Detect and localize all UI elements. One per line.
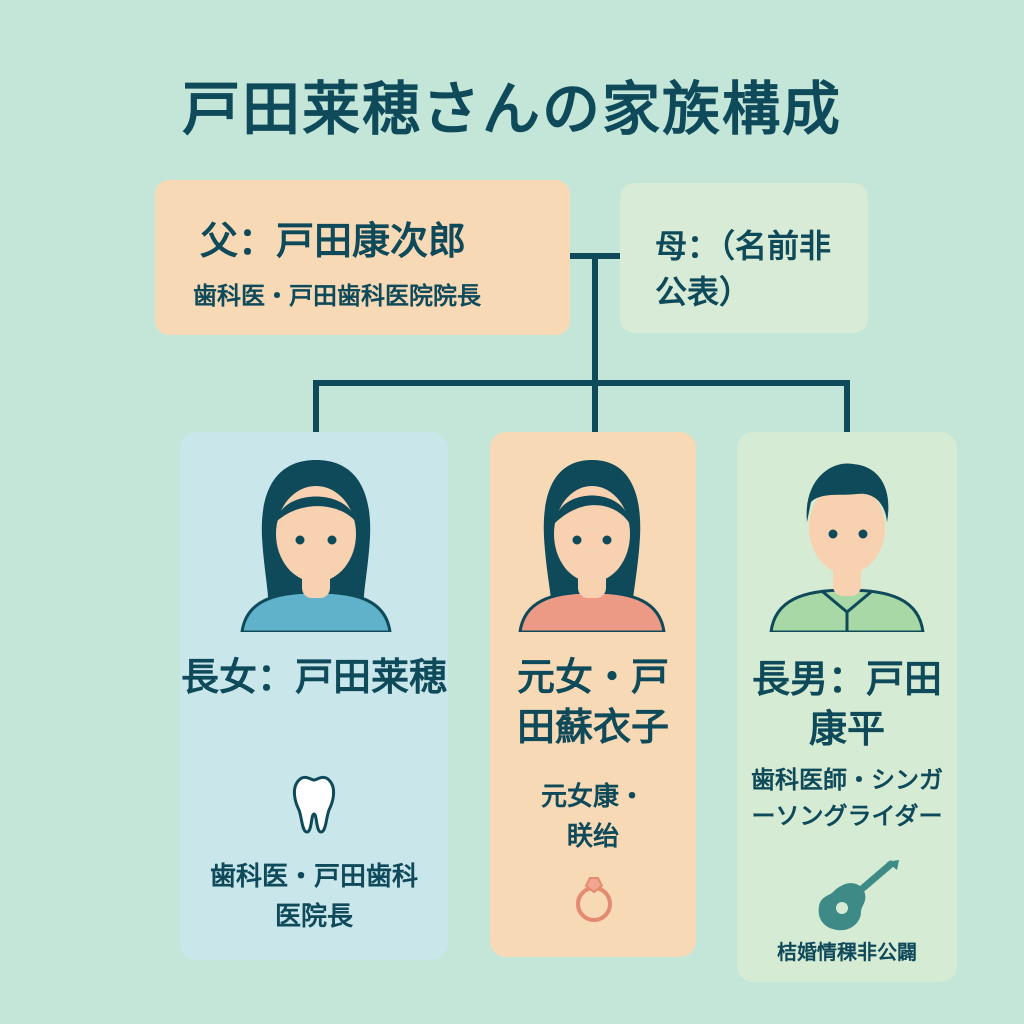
- child-desc-second-daughter: 元女康・眹绐: [540, 782, 645, 852]
- woman-avatar-icon: [240, 460, 392, 632]
- page-title: 戸田莱穂さんの家族構成: [181, 75, 842, 143]
- child-card-eldest-daughter: 長女：戸田莱穂 歯科医・戸田歯科医院長: [180, 432, 448, 960]
- child-name-eldest-son: 長男：戸田康平: [751, 657, 942, 751]
- father-role: 歯科医・戸田歯科医院院長: [193, 282, 481, 310]
- guitar-icon: [818, 860, 899, 931]
- woman-avatar-icon: [518, 460, 666, 632]
- mother-name: 母：（名前非公表）: [655, 227, 832, 311]
- child-note-eldest-son: 桔婚情稞非公闢: [777, 940, 917, 964]
- tooth-icon: [292, 775, 336, 834]
- child-card-eldest-son: 長男：戸田康平 歯科医師・シンガーソングライダー 桔婚情稞非公闢: [737, 432, 957, 982]
- child-name-second-daughter: 元女・戸田蘇衣子: [516, 655, 669, 749]
- child-desc-eldest-son: 歯科医師・シンガーソングライダー: [751, 766, 943, 830]
- father-name: 父：戸田康次郎: [200, 219, 467, 263]
- child-name-eldest-daughter: 長女：戸田莱穂: [180, 655, 447, 699]
- mother-box: 母：（名前非公表）: [620, 183, 868, 333]
- father-box: 父：戸田康次郎 歯科医・戸田歯科医院院長: [155, 180, 570, 335]
- man-avatar-icon: [769, 463, 925, 632]
- child-desc-eldest-daughter: 歯科医・戸田歯科医院長: [210, 862, 419, 932]
- child-card-second-daughter: 元女・戸田蘇衣子 元女康・眹绐: [490, 432, 696, 957]
- ring-icon: [576, 877, 612, 922]
